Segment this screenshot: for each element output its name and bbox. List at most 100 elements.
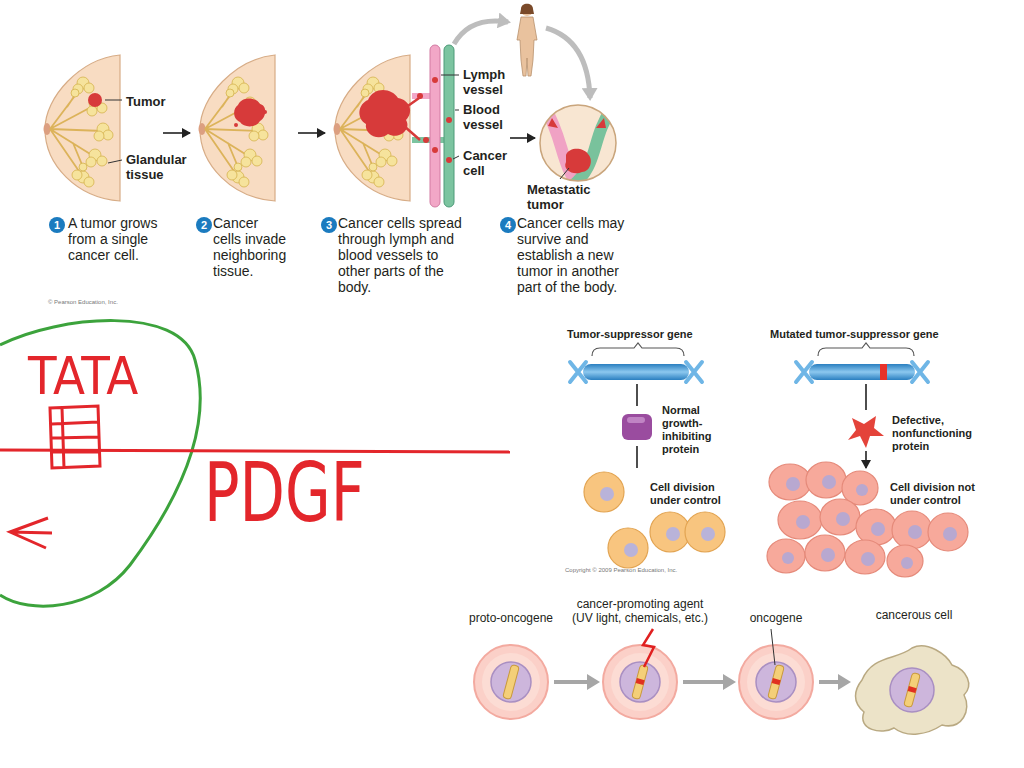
- tumor-suppressor-figure-part-part: [769, 464, 811, 500]
- process-arrow: [554, 680, 597, 684]
- tumor-suppressor-figure-part: [592, 343, 684, 356]
- metastasis-inset-part-part: [565, 149, 591, 173]
- tumor-suppressor-figure-part-part: [584, 472, 624, 512]
- cell-node: oncogene: [737, 643, 815, 721]
- tumor-suppressor-figure-part-part: [685, 512, 725, 552]
- breast-stage-3-part: [334, 55, 411, 201]
- cell-node: cancerous cell: [852, 640, 976, 738]
- handwritten-note: TATA: [28, 350, 138, 402]
- copyright-note: © Pearson Education, Inc.: [48, 298, 118, 306]
- tumor-suppressor-figure-part-part: [887, 545, 923, 577]
- cell-node: proto-oncogene: [472, 643, 550, 721]
- cell-shape-part-part: [772, 678, 781, 685]
- breast-stage-3-part: [412, 93, 431, 99]
- spread-arrow: [454, 21, 508, 44]
- cell-shape-part: [756, 662, 796, 702]
- tumor-suppressor-figure-part: [796, 362, 928, 382]
- cell-label: oncogene: [750, 611, 803, 625]
- tumor-suppressor-figure-part: [767, 462, 968, 577]
- cell-shape-part-part: [636, 678, 645, 685]
- tumor-suppressor-figure-part-part: [782, 552, 794, 564]
- tumor-suppressor-figure-part: [583, 364, 689, 380]
- cell-label: proto-oncogene: [469, 611, 553, 625]
- tumor-suppressor-figure-part-part: [600, 487, 614, 501]
- gene-label: Normal growth-inhibiting protein: [662, 404, 724, 456]
- cell-shape-part: [890, 668, 934, 712]
- tumor-suppressor-figure-part: [848, 416, 884, 448]
- breast-stage-3-part-part: [446, 157, 452, 163]
- stage-arrow: [298, 132, 325, 134]
- tumor-suppressor-figure-part-part: [701, 527, 715, 541]
- tumor-suppressor-figure-part-part: [778, 501, 822, 539]
- cell-shape-part: [747, 653, 805, 711]
- cell-shape-part-part-part: [908, 686, 917, 693]
- breast-stage-2-part: [234, 123, 238, 127]
- step-caption: Cancer cells spread through lymph and bl…: [338, 215, 466, 295]
- handwritten-note: PDGF: [204, 452, 365, 534]
- tumor-suppressor-figure-part: [622, 414, 652, 440]
- cell-shape-part: [771, 629, 775, 665]
- tumor-suppressor-figure-part-part: [822, 475, 836, 489]
- cell-shape-part: [856, 646, 969, 734]
- cell-shape-part: [611, 653, 669, 711]
- breast-stage-3-part-part: [432, 147, 438, 153]
- tumor-suppressor-figure-part-part: [943, 527, 957, 541]
- tumor-suppressor-figure-part-part: [871, 522, 885, 536]
- woman-figure: [517, 4, 537, 76]
- gene-label: Cell division not under control: [890, 481, 1000, 507]
- cell-label: cancerous cell: [876, 608, 953, 622]
- process-arrow: [683, 680, 733, 684]
- breast-stage-2-part: [234, 99, 265, 127]
- metastasis-inset-part-part: [548, 118, 606, 128]
- cell-shape-part: [503, 665, 520, 700]
- gene-heading: Tumor-suppressor gene: [567, 328, 693, 341]
- cell-shape: [601, 643, 679, 721]
- metastasis-inset-part-part: [570, 108, 612, 188]
- part-label: Metastatic tumor: [527, 182, 602, 212]
- tumor-suppressor-figure-part-part: [666, 527, 680, 541]
- tumor-suppressor-figure-part-part: [805, 535, 845, 571]
- cell-shape: [852, 640, 976, 738]
- breast-stage-3-part-part: [417, 93, 423, 99]
- metastasis-inset-part: [560, 168, 569, 179]
- cell-shape-part: [739, 645, 813, 719]
- stage-arrow: [163, 132, 190, 134]
- step-caption: A tumor grows from a single cancer cell.: [68, 215, 176, 263]
- breast-stage-3-part: [404, 96, 422, 140]
- cell-shape-part-part-part: [904, 673, 921, 708]
- cell-shape-part: [643, 629, 654, 667]
- breast-stage-1-part: [88, 93, 102, 107]
- gene-label: Cell division under control: [650, 481, 745, 507]
- spread-arrow: [546, 28, 590, 98]
- metastasis-inset-part: [545, 108, 612, 192]
- cell-shape-part-part: [503, 665, 520, 700]
- cell-shape-part: [482, 653, 540, 711]
- metastasis-inset-part: [540, 105, 616, 181]
- cell-shape-part: [904, 673, 921, 708]
- tumor-suppressor-figure-part-part: [901, 557, 913, 569]
- cell-shape-part: [474, 645, 548, 719]
- part-label: Lymph vessel: [463, 67, 523, 97]
- callout-number: 2: [196, 217, 212, 233]
- part-label: Glandular tissue: [126, 152, 201, 182]
- tumor-suppressor-figure-part-part: [821, 548, 835, 562]
- metastasis-inset: [540, 105, 616, 192]
- cell-shape-part-part: [632, 665, 649, 700]
- callout-number: 1: [49, 217, 65, 233]
- stage-arrow: [510, 137, 535, 139]
- metastasis-inset-part: [540, 105, 616, 181]
- breast-stage-2: [199, 55, 276, 201]
- cell-shape-part: [491, 662, 531, 702]
- tumor-suppressor-figure-part-part: [624, 543, 638, 557]
- tumor-suppressor-figure-part-part: [796, 515, 810, 529]
- cell-node: cancer-promoting agent (UV light, chemic…: [601, 643, 679, 721]
- breast-stage-3-part-part: [446, 117, 452, 123]
- breast-stage-3-part: [417, 77, 452, 163]
- tumor-suppressor-figure-part: [637, 384, 866, 468]
- tumor-suppressor-figure-part: [809, 364, 915, 380]
- cell-shape-part-part: [904, 673, 921, 708]
- part-label: Cancer cell: [463, 148, 523, 178]
- callout-number: 3: [321, 217, 337, 233]
- gene-label: Defective, nonfunctioning protein: [892, 414, 992, 453]
